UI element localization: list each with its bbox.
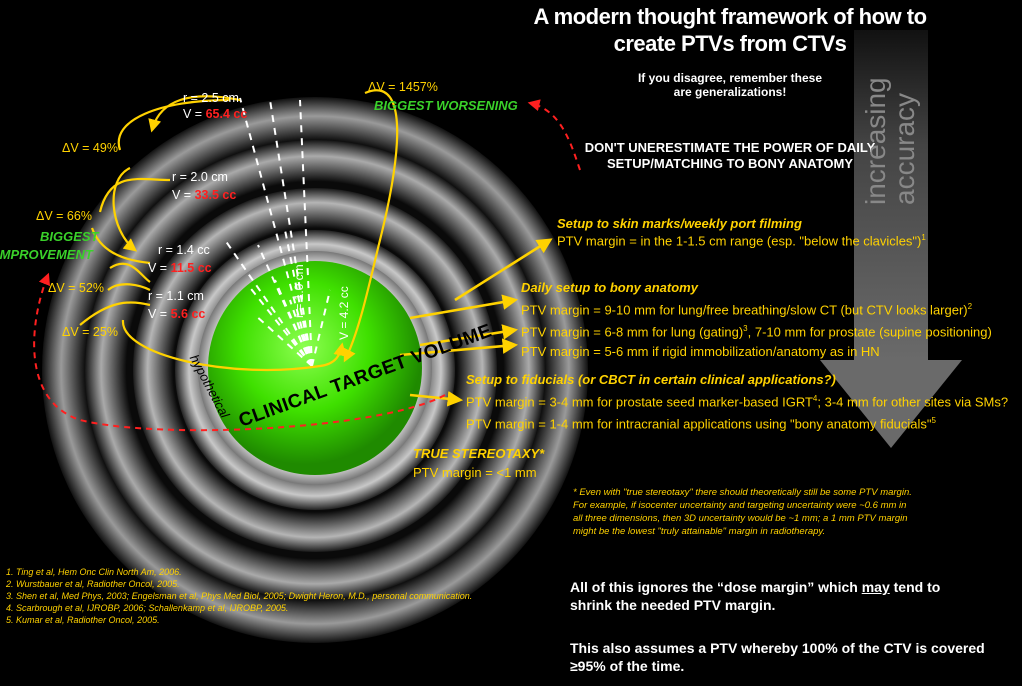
ring-label-4: r = 1.1 cm V = 5.6 cc bbox=[148, 289, 206, 321]
ring-label-3: r = 1.4 cc V = 11.5 cc bbox=[148, 243, 212, 275]
accuracy-line-2: accuracy bbox=[889, 92, 920, 205]
setup-fiducials: Setup to fiducials (or CBCT in certain c… bbox=[466, 372, 1009, 432]
title-line-2: create PTVs from CTVs bbox=[613, 31, 847, 56]
bottom-note-1: All of this ignores the “dose margin” wh… bbox=[570, 579, 941, 613]
setup-fiducials-heading: Setup to fiducials (or CBCT in certain c… bbox=[466, 372, 836, 387]
warning-line-1: DON'T UNERESTIMATE THE POWER OF DAILY bbox=[584, 140, 876, 155]
biggest-label: BIGGEST bbox=[40, 229, 99, 244]
reference-item: 4. Scarbrough et al, IJROBP, 2006; Schal… bbox=[6, 603, 289, 613]
ctv-sphere bbox=[208, 261, 422, 475]
accuracy-line-1: increasing bbox=[860, 77, 891, 205]
bottom-note-2: This also assumes a PTV whereby 100% of … bbox=[570, 640, 985, 674]
warning-text: DON'T UNERESTIMATE THE POWER OF DAILY SE… bbox=[570, 140, 890, 172]
center-radius: r = 1.0 cm bbox=[292, 264, 306, 318]
subtitle-line-2: are generalizations! bbox=[673, 85, 787, 99]
reference-item: 5. Kumar et al, Radiother Oncol, 2005. bbox=[6, 615, 160, 625]
reference-item: 1. Ting et al, Hem Onc Clin North Am, 20… bbox=[6, 567, 182, 577]
title-line-1: A modern thought framework of how to bbox=[533, 4, 927, 29]
ring-volume-4: 5.6 cc bbox=[170, 307, 206, 321]
delta-25: ΔV = 25% bbox=[62, 325, 118, 339]
delta-1457: ΔV = 1457% bbox=[368, 80, 438, 94]
improvement-label: IMPROVEMENT bbox=[0, 247, 93, 262]
subtitle: If you disagree, remember these are gene… bbox=[600, 71, 860, 99]
warning-line-2: SETUP/MATCHING TO BONY ANATOMY bbox=[606, 156, 854, 171]
setup-skin-line: PTV margin = in the 1-1.5 cm range (esp.… bbox=[557, 233, 922, 249]
setup-bony-heading: Daily setup to bony anatomy bbox=[521, 280, 698, 295]
ring-label-2: r = 2.0 cm V = 33.5 cc bbox=[172, 170, 237, 202]
accuracy-label: increasing accuracy bbox=[860, 77, 921, 205]
stereotaxy-footnote: * Even with "true stereotaxy" there shou… bbox=[573, 487, 912, 537]
ring-volume-2: 33.5 cc bbox=[194, 188, 237, 202]
center-v: V = 4.2 cc bbox=[337, 286, 351, 340]
delta-connectors bbox=[79, 89, 399, 372]
center-r: r = 1.0 cm bbox=[292, 264, 306, 318]
page-title: A modern thought framework of how to cre… bbox=[510, 3, 950, 57]
setup-stereotaxy: TRUE STEREOTAXY* PTV margin = <1 mm bbox=[413, 446, 545, 480]
reference-item: 3. Shen et al, Med Phys, 2003; Engelsman… bbox=[6, 591, 473, 601]
biggest-worsening-label: BIGGEST WORSENING bbox=[374, 98, 518, 113]
delta-66: ΔV = 66% bbox=[36, 209, 92, 223]
center-volume: V = 4.2 cc bbox=[337, 286, 351, 340]
increasing-accuracy-arrow bbox=[820, 30, 962, 448]
ring-volume-1: 65.4 cc bbox=[205, 107, 248, 121]
red-dashed-curves bbox=[33, 99, 581, 432]
delta-49: ΔV = 49% bbox=[62, 141, 118, 155]
ring-label-1: r = 2.5 cm V = 65.4 cc bbox=[183, 91, 248, 121]
setup-skin-heading: Setup to skin marks/weekly port filming bbox=[557, 216, 802, 231]
setup-skin: Setup to skin marks/weekly port filming … bbox=[557, 216, 926, 249]
subtitle-line-1: If you disagree, remember these bbox=[637, 71, 823, 85]
setup-bony: Daily setup to bony anatomy PTV margin =… bbox=[521, 280, 992, 359]
radius-lines bbox=[224, 97, 331, 367]
ring-volume-3: 11.5 cc bbox=[170, 261, 212, 275]
reference-item: 2. Wurstbauer et al, Radiother Oncol, 20… bbox=[6, 579, 180, 589]
setup-stereotaxy-heading: TRUE STEREOTAXY* bbox=[413, 446, 545, 461]
delta-52: ΔV = 52% bbox=[48, 281, 104, 295]
references: 1. Ting et al, Hem Onc Clin North Am, 20… bbox=[6, 566, 472, 626]
setup-arrows bbox=[399, 238, 553, 407]
